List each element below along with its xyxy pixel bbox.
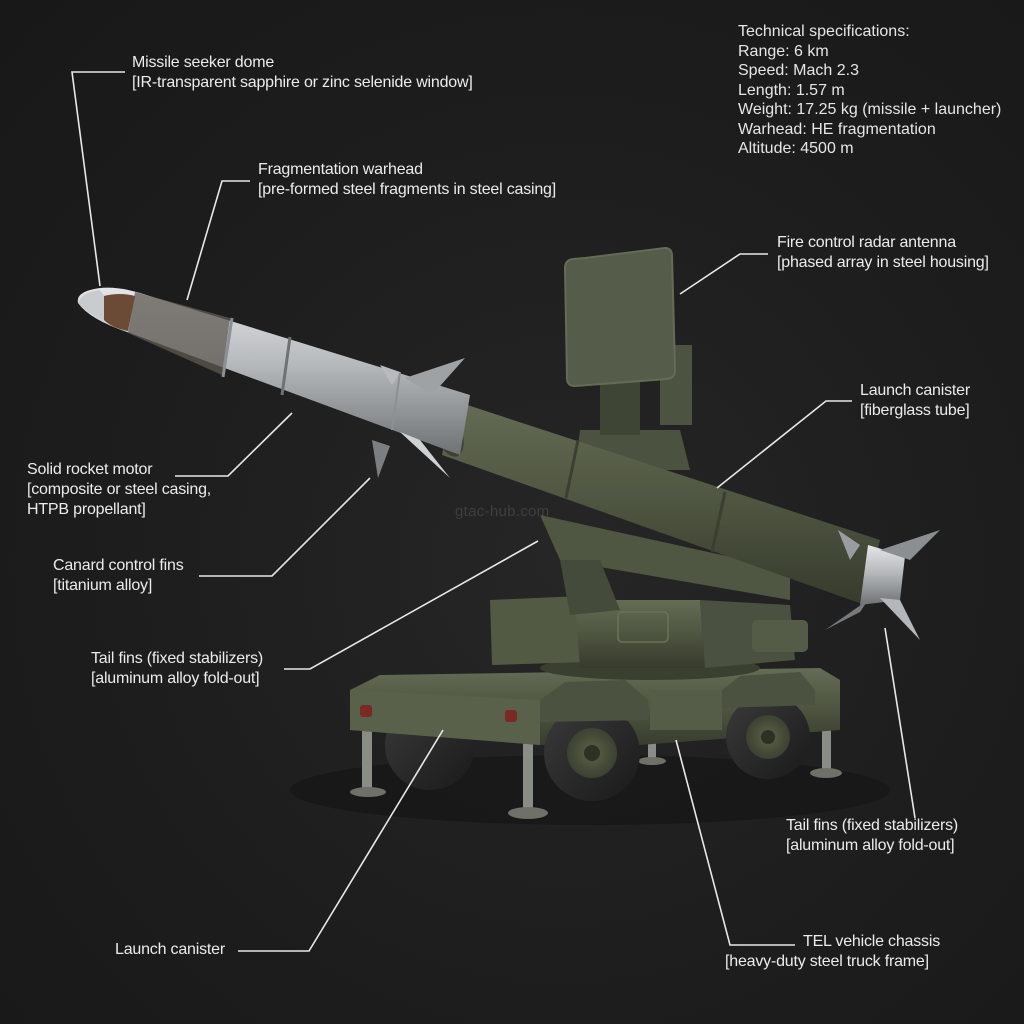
- callout-title: Fragmentation warhead: [258, 161, 423, 178]
- leader-warhead: [186, 180, 250, 301]
- spec-altitude: Altitude: 4500 m: [738, 140, 854, 157]
- callout-solid-rocket-motor: Solid rocket motor [composite or steel c…: [27, 460, 211, 520]
- callout-subtitle: [IR-transparent sapphire or zinc selenid…: [132, 74, 473, 91]
- callout-launch-canister-bottom: Launch canister: [115, 940, 225, 960]
- callout-title: Canard control fins: [53, 557, 184, 574]
- callout-seeker-dome: Missile seeker dome [IR-transparent sapp…: [132, 53, 473, 93]
- callout-subtitle: [aluminum alloy fold-out]: [91, 670, 260, 687]
- spec-length: Length: 1.57 m: [738, 81, 845, 99]
- leader-tail-left: [284, 540, 539, 670]
- callout-subtitle: [heavy-duty steel truck frame]: [725, 953, 929, 970]
- leader-seeker: [71, 71, 125, 287]
- leader-chassis: [675, 739, 795, 946]
- callout-subtitle: [phased array in steel housing]: [777, 254, 989, 271]
- callout-tel-vehicle-chassis: TEL vehicle chassis [heavy-duty steel tr…: [725, 932, 940, 972]
- callout-title: Tail fins (fixed stabilizers): [91, 650, 264, 667]
- callout-subtitle-line2: HTPB propellant]: [27, 501, 146, 518]
- callout-canard-control-fins: Canard control fins [titanium alloy]: [53, 556, 184, 596]
- callout-fragmentation-warhead: Fragmentation warhead [pre-formed steel …: [258, 160, 556, 200]
- leader-canister-bottom: [238, 729, 444, 952]
- leader-motor: [175, 412, 293, 477]
- leader-radar: [679, 253, 768, 295]
- callout-fire-control-radar: Fire control radar antenna [phased array…: [777, 233, 989, 273]
- specs-heading: Technical specifications:: [738, 23, 910, 40]
- technical-specifications: Technical specifications: Range: 6 km Sp…: [738, 22, 1001, 159]
- callout-subtitle: [titanium alloy]: [53, 577, 153, 594]
- leader-tail-right: [884, 627, 916, 819]
- callout-title: Launch canister: [860, 382, 970, 399]
- callout-subtitle: [composite or steel casing,: [27, 481, 212, 498]
- callout-subtitle: [fiberglass tube]: [860, 402, 970, 419]
- missile-body: [77, 287, 940, 640]
- radar-antenna: [563, 246, 692, 435]
- spec-weight: Weight: 17.25 kg (missile + launcher): [738, 101, 1002, 118]
- spec-range: Range: 6 km: [738, 42, 829, 60]
- callout-subtitle: [aluminum alloy fold-out]: [786, 837, 955, 854]
- callout-title: Fire control radar antenna: [777, 234, 956, 251]
- callout-title: Solid rocket motor: [27, 461, 153, 478]
- leader-canards: [199, 477, 371, 577]
- spec-warhead: Warhead: HE fragmentation: [738, 120, 936, 138]
- callout-title: Launch canister: [115, 941, 225, 958]
- callout-title: Tail fins (fixed stabilizers): [786, 817, 959, 834]
- callout-subtitle: [pre-formed steel fragments in steel cas…: [258, 181, 557, 198]
- callout-title: TEL vehicle chassis: [803, 933, 940, 950]
- spec-speed: Speed: Mach 2.3: [738, 62, 859, 79]
- callout-tail-fins-left: Tail fins (fixed stabilizers) [aluminum …: [91, 649, 263, 689]
- callout-title: Missile seeker dome: [132, 54, 275, 71]
- leader-lines: [71, 71, 916, 952]
- leader-canister-right: [716, 400, 852, 489]
- callout-tail-fins-right: Tail fins (fixed stabilizers) [aluminum …: [786, 816, 958, 856]
- watermark: gtac-hub.com: [455, 503, 550, 520]
- callout-launch-canister-right: Launch canister [fiberglass tube]: [860, 381, 970, 421]
- tel-vehicle: [350, 596, 842, 819]
